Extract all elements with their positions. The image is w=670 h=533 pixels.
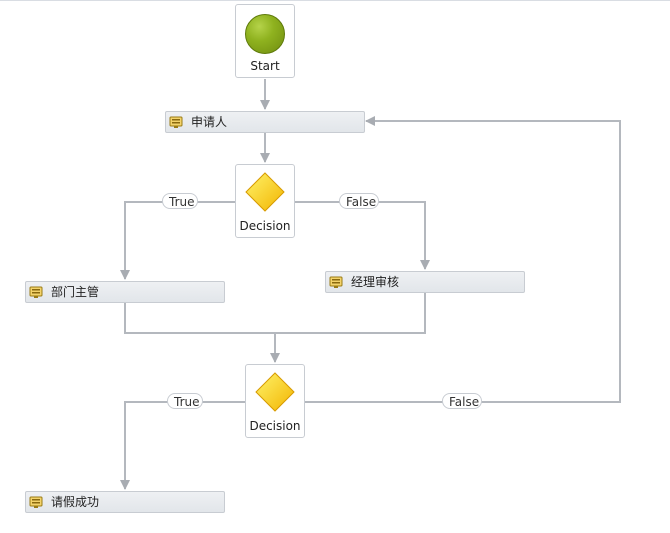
activity-icon — [29, 496, 43, 508]
decision-1-true-label: True — [162, 193, 198, 209]
activity-dept-label: 部门主管 — [51, 285, 100, 299]
activity-icon — [29, 286, 43, 298]
decision-node-1[interactable]: Decision — [235, 164, 295, 238]
activity-dept[interactable]: 部门主管 — [25, 281, 225, 303]
activity-manager-label: 经理审核 — [351, 275, 400, 289]
activity-manager[interactable]: 经理审核 — [325, 271, 525, 293]
decision-2-label: Decision — [249, 419, 301, 433]
activity-icon — [329, 276, 343, 288]
activity-applicant-label: 申请人 — [191, 115, 228, 129]
connector-decision1-false — [295, 201, 430, 270]
start-node[interactable]: Start — [235, 4, 295, 78]
connector-decision2-true — [120, 401, 245, 490]
top-divider — [0, 0, 670, 1]
decision-diamond-icon — [245, 172, 285, 212]
connector-manager-to-merge — [275, 293, 426, 334]
start-label: Start — [250, 59, 280, 73]
connector-dept-to-merge — [124, 303, 275, 334]
decision-1-false-label: False — [339, 193, 379, 209]
start-circle-icon — [245, 14, 285, 54]
decision-node-2[interactable]: Decision — [245, 364, 305, 438]
connector-decision1-true — [120, 201, 235, 280]
decision-1-label: Decision — [239, 219, 291, 233]
activity-applicant[interactable]: 申请人 — [165, 111, 365, 133]
decision-2-true-label: True — [167, 393, 203, 409]
connector-decision2-false — [305, 116, 621, 403]
activity-icon — [169, 116, 183, 128]
activity-success-label: 请假成功 — [51, 495, 100, 509]
decision-2-false-label: False — [442, 393, 482, 409]
decision-diamond-icon — [255, 372, 295, 412]
activity-success[interactable]: 请假成功 — [25, 491, 225, 513]
